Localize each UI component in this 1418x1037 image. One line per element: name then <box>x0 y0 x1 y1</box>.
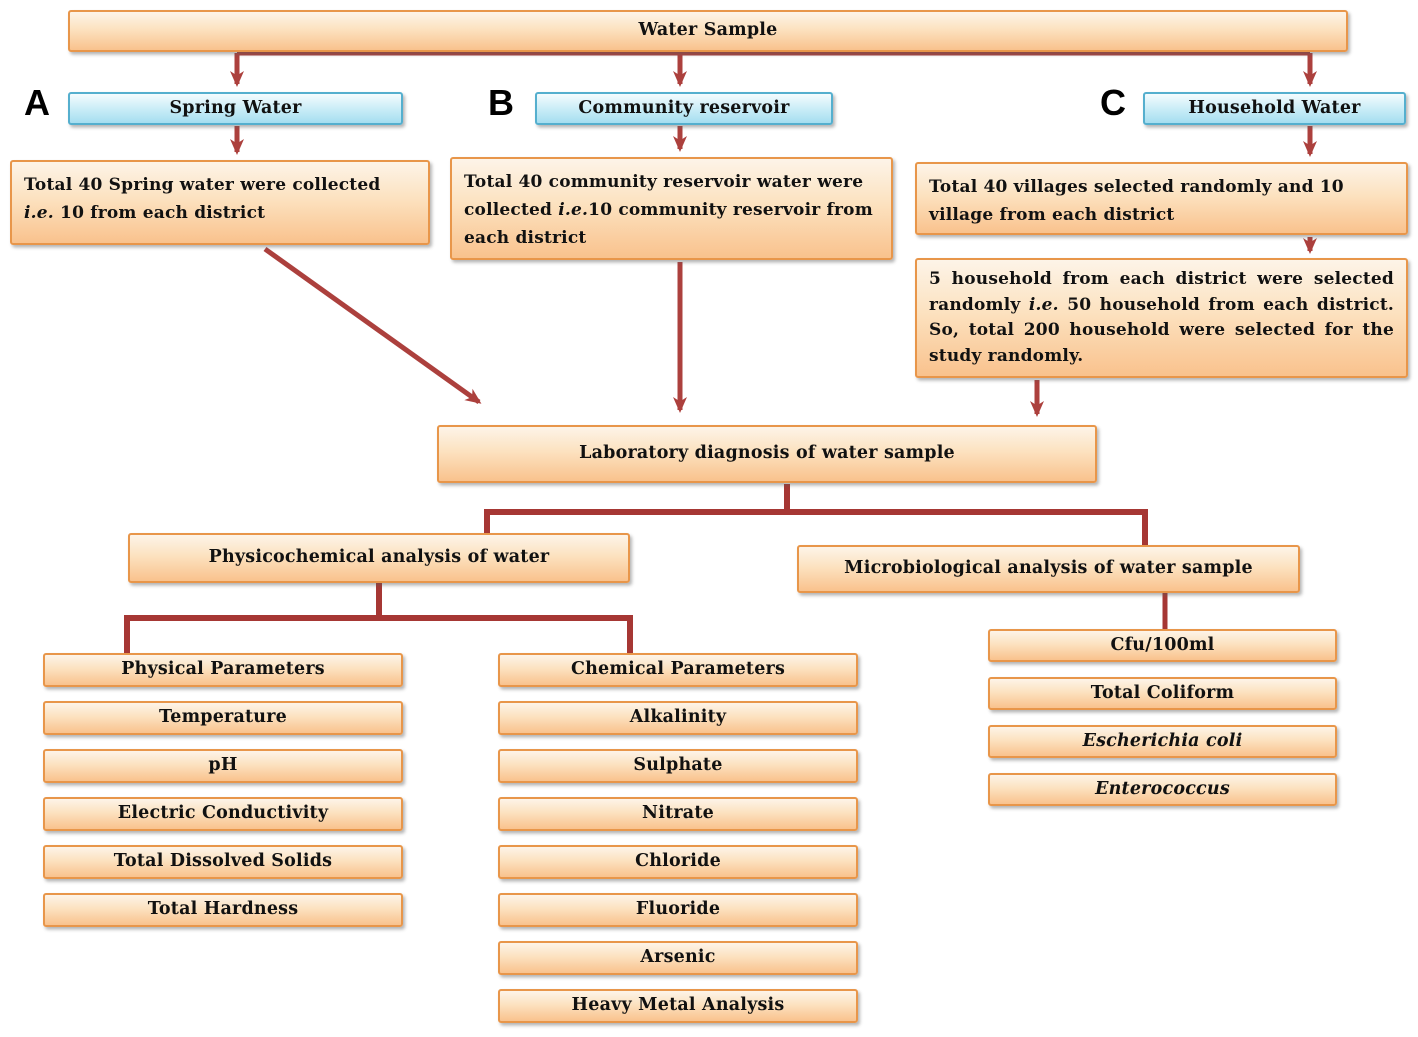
arrow-spring-to-lab <box>263 246 482 405</box>
household-desc2-ie: i.e. <box>1028 294 1059 315</box>
total-coliform-label: Total Coliform <box>1090 682 1235 703</box>
community-reservoir-label: Community reservoir <box>578 97 790 118</box>
fluoride-label: Fluoride <box>635 899 721 920</box>
node-lab-diagnosis: Laboratory diagnosis of water sample <box>437 425 1097 483</box>
node-physical-parameters: Physical Parameters <box>43 653 403 687</box>
spring-desc-ie: i.e. <box>24 203 54 224</box>
node-chloride: Chloride <box>498 845 858 879</box>
branch-tag-a: A <box>24 82 50 123</box>
total-dissolved-solids-label: Total Dissolved Solids <box>113 851 333 872</box>
node-alkalinity: Alkalinity <box>498 701 858 735</box>
temperature-label: Temperature <box>159 707 287 728</box>
escherichia-coli-label: Escherichia coli <box>1082 730 1243 751</box>
node-cfu-100ml: Cfu/100ml <box>988 629 1337 662</box>
sulphate-label: Sulphate <box>633 755 723 776</box>
water-sample-label: Water Sample <box>638 20 778 41</box>
microbiological-label: Microbiological analysis of water sample <box>844 558 1253 579</box>
community-desc-after: 10 community reservoir from each distric… <box>464 200 873 249</box>
household-water-label: Household Water <box>1188 97 1361 118</box>
ph-label: pH <box>208 755 238 776</box>
community-desc-ie: i.e. <box>558 200 589 221</box>
node-physicochemical-analysis: Physicochemical analysis of water <box>128 533 630 583</box>
node-water-sample: Water Sample <box>68 10 1348 52</box>
node-community-description: Total 40 community reservoir water were … <box>450 157 893 260</box>
household-desc2-before: 5 household from each district were sele… <box>929 269 1394 315</box>
node-total-dissolved-solids: Total Dissolved Solids <box>43 845 403 879</box>
branch-tag-b: B <box>488 82 514 123</box>
node-nitrate: Nitrate <box>498 797 858 831</box>
community-desc-before: Total 40 community reservoir water were … <box>464 172 864 221</box>
total-hardness-label: Total Hardness <box>147 899 299 920</box>
chloride-label: Chloride <box>635 851 721 872</box>
node-temperature: Temperature <box>43 701 403 735</box>
node-fluoride: Fluoride <box>498 893 858 927</box>
node-arsenic: Arsenic <box>498 941 858 975</box>
elbow-physico-split <box>124 615 633 655</box>
branch-tag-c: C <box>1100 82 1126 123</box>
node-enterococcus: Enterococcus <box>988 773 1337 806</box>
node-household-description-1: Total 40 villages selected randomly and … <box>915 162 1408 235</box>
enterococcus-label: Enterococcus <box>1095 778 1230 799</box>
physicochemical-label: Physicochemical analysis of water <box>208 547 550 568</box>
node-spring-description: Total 40 Spring water were collected i.e… <box>10 160 430 245</box>
cfu-100ml-label: Cfu/100ml <box>1110 634 1215 655</box>
node-spring-water: Spring Water <box>68 92 403 125</box>
node-sulphate: Sulphate <box>498 749 858 783</box>
node-ph: pH <box>43 749 403 783</box>
household-desc1-text: Total 40 villages selected randomly and … <box>929 177 1344 226</box>
spring-water-label: Spring Water <box>169 97 302 118</box>
spring-desc-line1: Total 40 Spring water were collected <box>24 175 381 195</box>
elbow-lab-split <box>484 509 1148 547</box>
chemical-parameters-label: Chemical Parameters <box>570 659 785 680</box>
lab-diagnosis-label: Laboratory diagnosis of water sample <box>579 443 955 464</box>
electric-conductivity-label: Electric Conductivity <box>117 803 329 824</box>
node-total-coliform: Total Coliform <box>988 677 1337 710</box>
node-community-reservoir: Community reservoir <box>535 92 833 125</box>
heavy-metal-analysis-label: Heavy Metal Analysis <box>571 995 785 1016</box>
node-chemical-parameters: Chemical Parameters <box>498 653 858 687</box>
arsenic-label: Arsenic <box>640 947 716 968</box>
node-electric-conductivity: Electric Conductivity <box>43 797 403 831</box>
physical-parameters-label: Physical Parameters <box>121 659 325 680</box>
node-total-hardness: Total Hardness <box>43 893 403 927</box>
alkalinity-label: Alkalinity <box>629 707 727 728</box>
node-household-water: Household Water <box>1143 92 1406 125</box>
node-microbiological-analysis: Microbiological analysis of water sample <box>797 545 1300 593</box>
node-escherichia-coli: Escherichia coli <box>988 725 1337 758</box>
spring-desc-line2: 10 from each district <box>53 203 266 224</box>
node-household-description-2: 5 household from each district were sele… <box>915 258 1408 378</box>
nitrate-label: Nitrate <box>642 803 714 824</box>
node-heavy-metal-analysis: Heavy Metal Analysis <box>498 989 858 1023</box>
household-desc2-after: 50 household from each district. So, tot… <box>929 294 1394 366</box>
